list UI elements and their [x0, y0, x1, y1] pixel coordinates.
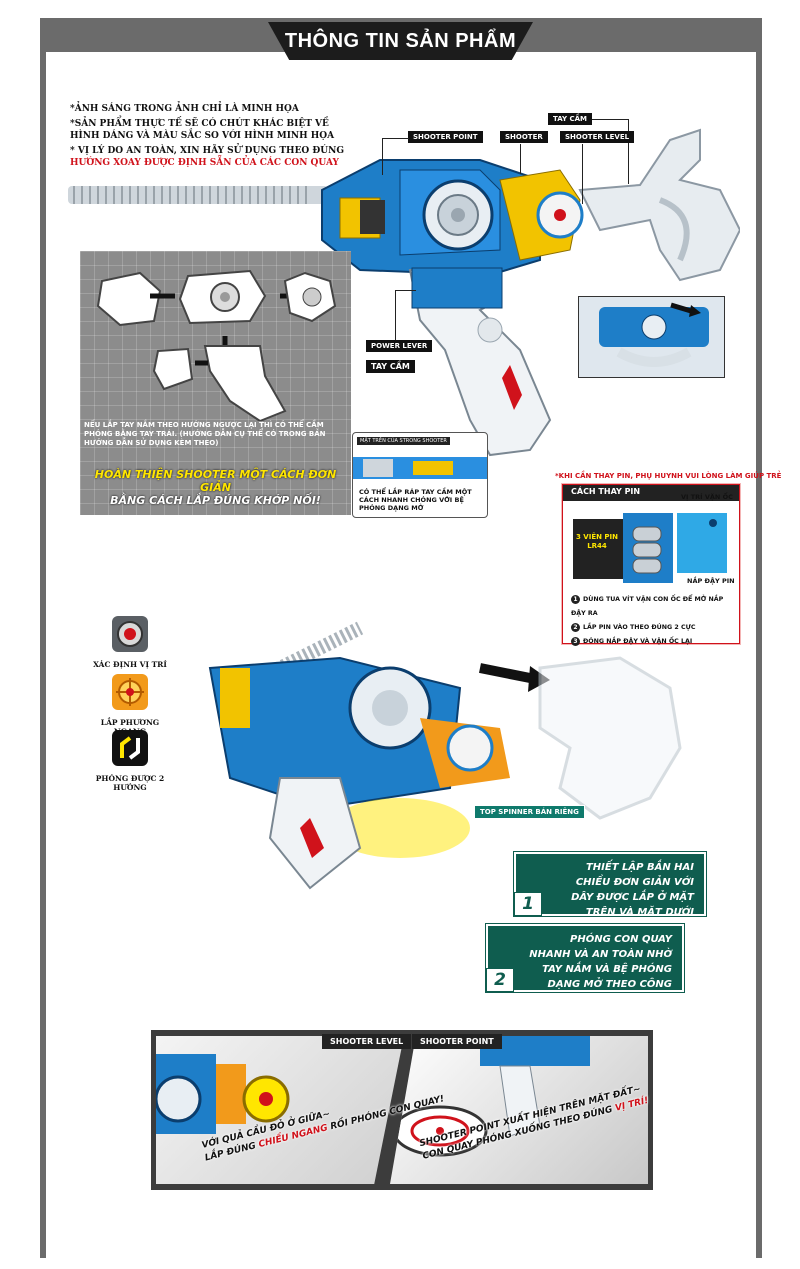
assembly-parts	[96, 269, 337, 421]
assembly-slogan: HOÀN THIỆN SHOOTER MỘT CÁCH ĐƠN GIẢN BẰN…	[80, 468, 351, 507]
page-title: THÔNG TIN SẢN PHẨM	[284, 29, 517, 52]
feature-position: XÁC ĐỊNH VỊ TRÍ	[90, 616, 170, 669]
closeup-image	[599, 302, 709, 367]
launch-illustration	[208, 621, 682, 890]
label-shooter-level: SHOOTER LEVEL	[560, 131, 635, 143]
ripcord	[68, 186, 328, 204]
line-shooter-level	[582, 144, 583, 204]
target-icon	[112, 616, 148, 652]
top-view-inset: MẶT TRÊN CỦA STRONG SHOOTER CÓ THỂ LẮP R…	[352, 432, 488, 518]
label-tay-cam: TAY CẦM	[366, 360, 415, 373]
feature-box-number: 2	[486, 968, 514, 992]
top-view-caption: MẶT TRÊN CỦA STRONG SHOOTER	[357, 437, 450, 445]
note-2: *SẢN PHẨM THỰC TẾ SẼ CÓ CHÚT KHÁC BIỆT V…	[70, 119, 335, 141]
feature-box-text: PHÓNG CON QUAY NHANH VÀ AN TOÀN NHỜ TAY …	[529, 934, 672, 1005]
shooter-point-tab: SHOOTER POINT	[412, 1034, 502, 1049]
line-tay-cam-top	[592, 119, 629, 184]
battery-box: CÁCH THAY PIN 3 VIÊN PIN LR44 VỊ TRÍ VẶN…	[562, 484, 740, 646]
battery-screw-label: VỊ TRÍ VẶN ỐC	[681, 493, 733, 501]
feature-box-2: PHÓNG CON QUAY NHANH VÀ AN TOÀN NHỜ TAY …	[485, 923, 685, 1005]
feature-box-1: THIẾT LẬP BẮN HAI CHIỀU ĐƠN GIẢN VỚI DÂY…	[513, 851, 707, 933]
title-tab: THÔNG TIN SẢN PHẨM	[268, 22, 533, 60]
battery-cover-label: NẮP ĐẬY PIN	[687, 577, 735, 585]
shooter-handle	[408, 267, 552, 457]
shooter-level-tab: SHOOTER LEVEL	[322, 1034, 412, 1049]
shooter-body	[321, 159, 584, 277]
two-way-arrow-icon	[112, 730, 148, 766]
top-view-text: CÓ THỂ LẮP RÁP TAY CẦM MỘT CÁCH NHANH CH…	[359, 488, 472, 512]
feature-label: XÁC ĐỊNH VỊ TRÍ	[93, 660, 167, 669]
top-view-image	[353, 457, 487, 479]
shooter-point-image	[392, 1036, 590, 1157]
assembly-slogan-yellow: HOÀN THIỆN SHOOTER MỘT CÁCH ĐƠN GIẢN	[94, 468, 337, 494]
label-tay-cam-top: TAY CẦM	[548, 113, 593, 125]
label-shooter-point: SHOOTER POINT	[408, 131, 483, 143]
line-shooter	[520, 144, 521, 174]
line-shooter-point	[382, 138, 409, 175]
feature-two-way: PHÓNG ĐƯỢC 2 HƯỚNG	[90, 730, 170, 792]
feature-label: PHÓNG ĐƯỢC 2 HƯỚNG	[95, 774, 165, 792]
top-spinner-label: TOP SPINNER BÁN RIÊNG	[474, 805, 585, 819]
page-frame	[40, 18, 762, 1258]
label-shooter: SHOOTER	[500, 131, 548, 143]
assembly-slogan-white: BẰNG CÁCH LẮP ĐÚNG KHỚP NỐI!	[110, 494, 321, 507]
crosshair-icon	[112, 674, 148, 710]
battery-warning: *KHI CẦN THAY PIN, PHỤ HUYNH VUI LÒNG LÀ…	[555, 472, 782, 480]
battery-diagram	[573, 513, 727, 583]
assembly-diagram: NẾU LẮP TAY NẮM THEO HƯỚNG NGƯỢC LẠI THÌ…	[80, 251, 351, 515]
grip-claw	[578, 128, 740, 282]
line-power-lever	[395, 290, 416, 346]
shooter-level-panel	[156, 1036, 404, 1184]
shooter-level-image	[156, 1054, 290, 1134]
notes-block: *ẢNH SÁNG TRONG ẢNH CHỈ LÀ MINH HỌA *SẢN…	[70, 103, 360, 172]
battery-title-bar: CÁCH THAY PIN	[563, 485, 739, 501]
label-power-lever: POWER LEVER	[366, 340, 433, 352]
shooter-closeup-inset	[578, 296, 725, 378]
shooter-illustration	[68, 128, 740, 457]
feature-horizontal: LẮP PHƯƠNG NGANG	[90, 674, 170, 736]
battery-title: CÁCH THAY PIN	[571, 487, 641, 496]
battery-pin-label: 3 VIÊN PIN LR44	[576, 533, 618, 550]
feature-box-number: 1	[514, 892, 542, 916]
note-3: * VỊ LÝ DO AN TOÀN, XIN HÃY SỬ DỤNG THEO…	[70, 146, 345, 168]
note-1: *ẢNH SÁNG TRONG ẢNH CHỈ LÀ MINH HỌA	[70, 104, 299, 114]
shooter-point-panel	[390, 1036, 648, 1184]
assembly-note: NẾU LẮP TAY NẮM THEO HƯỚNG NGƯỢC LẠI THÌ…	[84, 421, 326, 447]
